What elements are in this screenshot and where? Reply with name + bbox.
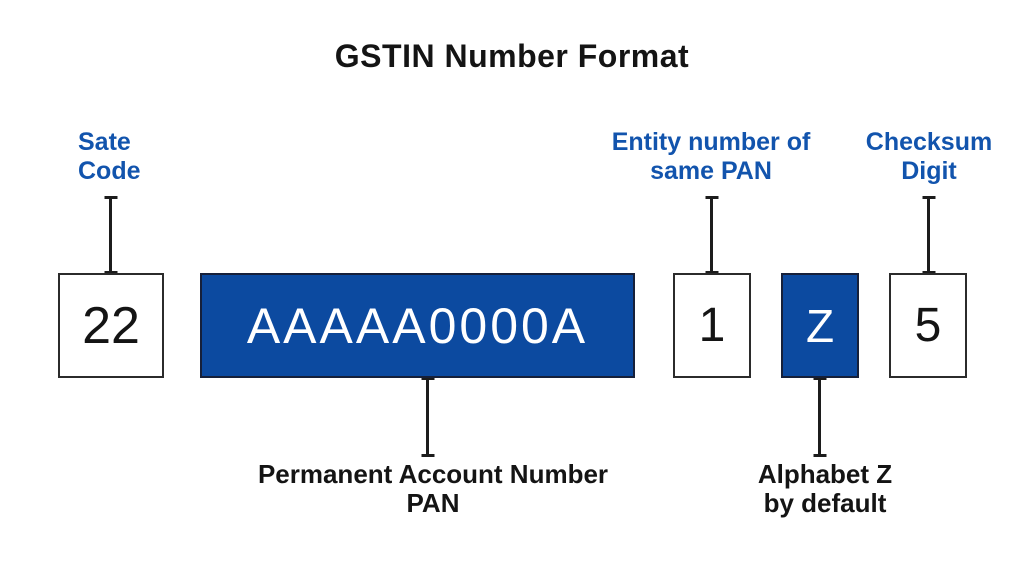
- segment-value-entity-number: 1: [698, 299, 726, 352]
- annotation-alphabet-z-default-line1: Alphabet Z: [757, 459, 893, 489]
- annotation-alphabet-z-default-line2: by default: [763, 488, 887, 518]
- connector-line-checksum-digit: [927, 197, 930, 273]
- segment-value-alphabet-z: Z: [805, 299, 835, 352]
- segment-box-pan: AAAAA0000A: [200, 273, 635, 378]
- annotation-state-code-line1: Sate: [78, 128, 131, 156]
- annotation-pan: Permanent Account Number PAN: [213, 460, 653, 518]
- annotation-pan-line2: PAN: [406, 488, 460, 518]
- segment-box-entity-number: 1: [673, 273, 751, 378]
- annotation-checksum-digit-line1: Checksum: [865, 128, 993, 156]
- annotation-checksum-digit: Checksum Digit: [829, 128, 1024, 186]
- annotation-entity-number-line2: same PAN: [650, 157, 772, 185]
- annotation-state-code: Sate Code: [78, 128, 141, 186]
- segment-box-state-code: 22: [58, 273, 164, 378]
- segment-value-state-code: 22: [82, 296, 140, 355]
- segment-value-checksum-digit: 5: [914, 299, 942, 352]
- connector-line-state-code: [109, 197, 112, 273]
- connector-line-alphabet-z: [818, 378, 821, 456]
- annotation-alphabet-z-default: Alphabet Z by default: [675, 460, 975, 518]
- connector-line-pan: [426, 378, 429, 456]
- annotation-checksum-digit-line2: Digit: [901, 157, 957, 185]
- annotation-entity-number: Entity number of same PAN: [566, 128, 856, 186]
- connector-line-entity-number: [710, 197, 713, 273]
- annotation-state-code-line2: Code: [78, 157, 141, 185]
- segment-box-alphabet-z: Z: [781, 273, 859, 378]
- page-title: GSTIN Number Format: [334, 38, 690, 74]
- annotation-entity-number-line1: Entity number of: [611, 128, 811, 156]
- segment-value-pan: AAAAA0000A: [246, 297, 589, 354]
- segment-box-checksum-digit: 5: [889, 273, 967, 378]
- annotation-pan-line1: Permanent Account Number: [257, 459, 609, 489]
